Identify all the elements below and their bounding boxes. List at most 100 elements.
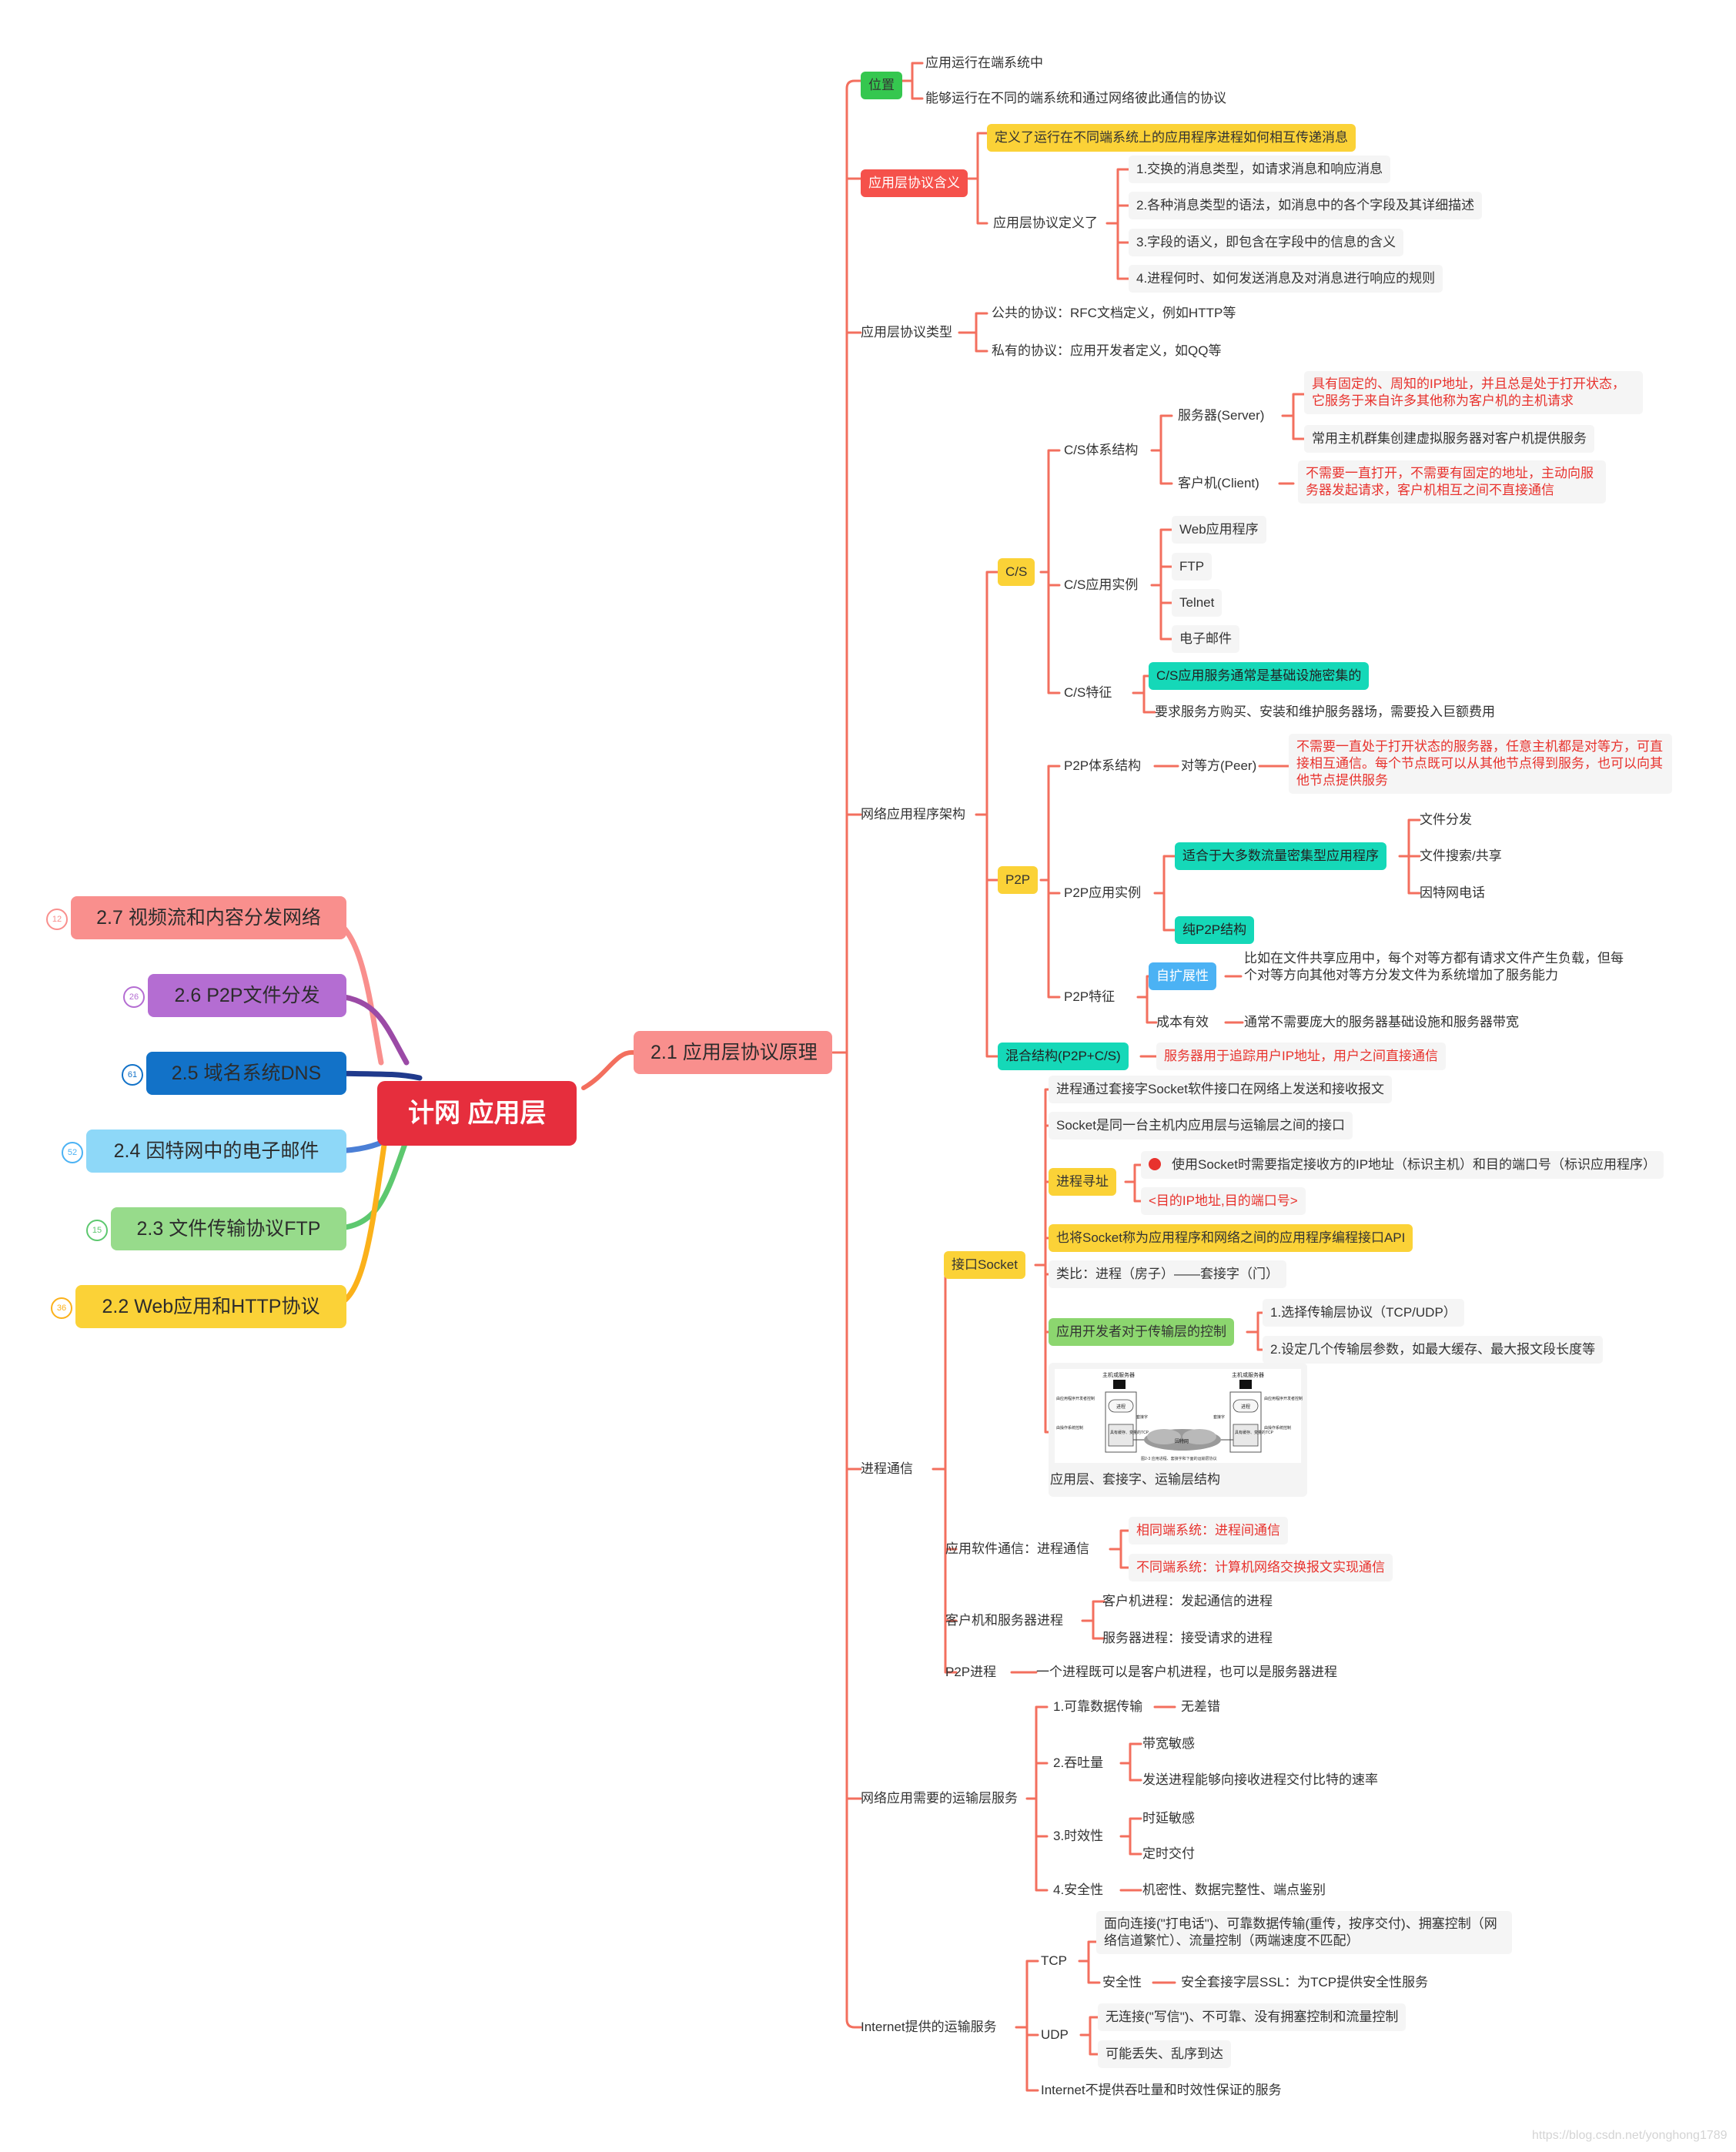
node-p2p-shili[interactable]: P2P应用实例	[1064, 885, 1142, 900]
node-tcp-ssl[interactable]: 安全套接字层SSL：为TCP提供安全性服务	[1181, 1975, 1429, 1990]
red-dot-icon	[1149, 1158, 1161, 1170]
section-2-3[interactable]: 2.3 文件传输协议FTP	[111, 1207, 346, 1250]
node-hunhe[interactable]: 混合结构(P2P+C/S)	[998, 1043, 1129, 1070]
node-p2p-jc[interactable]: P2P进程	[945, 1665, 997, 1679]
node-dingshi[interactable]: 定时交付	[1142, 1846, 1195, 1861]
node-cs-tezheng[interactable]: C/S特征	[1064, 685, 1112, 700]
node-weizhi-1[interactable]: 应用运行在端系统中	[925, 55, 1043, 70]
node-wuchacuo[interactable]: 无差错	[1181, 1699, 1220, 1714]
node-kongzhi[interactable]: 应用开发者对于传输层的控制	[1049, 1318, 1234, 1346]
node-wjsousuo[interactable]: 文件搜索/共享	[1420, 848, 1502, 863]
node-anquan-1[interactable]: 机密性、数据完整性、端点鉴别	[1142, 1883, 1326, 1897]
fig-os2: 由操作系统控制	[1264, 1425, 1291, 1431]
node-internet-fw[interactable]: Internet提供的运输服务	[861, 2020, 997, 2034]
socket-structure-figure[interactable]: 主机或服务器 主机或服务器 进程 进程 具有缓存、变量的TCP 具有缓存、变量的…	[1049, 1363, 1307, 1497]
node-hanyi-1[interactable]: 定义了运行在不同端系统上的应用程序进程如何相互传递消息	[987, 124, 1356, 152]
node-peer[interactable]: 对等方(Peer)	[1181, 758, 1257, 773]
node-p2p-liuliang[interactable]: 适合于大多数流量密集型应用程序	[1175, 842, 1386, 870]
node-leibi[interactable]: 类比：进程（房子）——套接字（门）	[1049, 1260, 1286, 1288]
node-tuntu-1[interactable]: 发送进程能够向接收进程交付比特的速率	[1142, 1772, 1378, 1787]
node-leixing-2[interactable]: 私有的协议：应用开发者定义，如QQ等	[992, 343, 1222, 358]
node-kehu-jc[interactable]: 客户机进程：发起通信的进程	[1102, 1594, 1273, 1608]
node-leixing[interactable]: 应用层协议类型	[861, 325, 952, 340]
node-telnet[interactable]: Telnet	[1172, 589, 1223, 617]
section-2-4[interactable]: 2.4 因特网中的电子邮件	[86, 1130, 346, 1173]
node-weizhi-2[interactable]: 能够运行在不同的端系统和通过网络彼此通信的协议	[925, 91, 1226, 105]
node-shixiao[interactable]: 3.时效性	[1053, 1829, 1104, 1843]
node-socket[interactable]: 接口Socket	[944, 1251, 1025, 1279]
node-udp[interactable]: UDP	[1041, 2027, 1069, 2042]
node-email[interactable]: 电子邮件	[1172, 625, 1239, 653]
node-wjfenfa[interactable]: 文件分发	[1420, 812, 1472, 827]
node-xunzhi-2[interactable]: <目的IP地址,目的端口号>	[1141, 1187, 1306, 1215]
node-ftp[interactable]: FTP	[1172, 553, 1213, 581]
node-ywdianhua[interactable]: 因特网电话	[1420, 885, 1485, 900]
node-kekao[interactable]: 1.可靠数据传输	[1053, 1699, 1143, 1714]
node-jincheng[interactable]: 进程通信	[861, 1461, 913, 1476]
node-tcp[interactable]: TCP	[1041, 1953, 1067, 1968]
node-jiagou[interactable]: 网络应用程序架构	[861, 807, 965, 822]
node-server-2[interactable]: 常用主机群集创建虚拟服务器对客户机提供服务	[1304, 425, 1594, 453]
node-cs-tz2[interactable]: 要求服务方购买、安装和维护服务器场，需要投入巨额费用	[1155, 705, 1495, 719]
node-socket-1[interactable]: 进程通过套接字Socket软件接口在网络上发送和接收报文	[1049, 1076, 1392, 1103]
node-ruanjian[interactable]: 应用软件通信：进程通信	[945, 1541, 1089, 1556]
node-cs-tz1[interactable]: C/S应用服务通常是基础设施密集的	[1149, 662, 1370, 690]
section-2-7[interactable]: 2.7 视频流和内容分发网络	[71, 896, 346, 939]
section-2-5[interactable]: 2.5 域名系统DNS	[146, 1052, 346, 1095]
node-tcp-1[interactable]: 面向连接("打电话")、可靠数据传输(重传，按序交付)、拥塞控制（网络信道繁忙）…	[1096, 1911, 1512, 1954]
node-dingyi-3[interactable]: 3.字段的语义，即包含在字段中的信息的含义	[1129, 229, 1404, 256]
node-tuntu[interactable]: 2.吞吐量	[1053, 1755, 1104, 1770]
fig-sock2: 套接字	[1213, 1414, 1225, 1420]
node-p2p-tixi[interactable]: P2P体系结构	[1064, 758, 1142, 773]
node-xunzhi-1[interactable]: 使用Socket时需要指定接收方的IP地址（标识主机）和目的端口号（标识应用程序…	[1141, 1151, 1664, 1179]
node-client[interactable]: 客户机(Client)	[1178, 476, 1259, 490]
node-server-1[interactable]: 具有固定的、周知的IP地址，并且总是处于打开状态，它服务于来自许多其他称为客户机…	[1304, 371, 1643, 414]
node-daikuan[interactable]: 带宽敏感	[1142, 1736, 1195, 1751]
node-leixing-1[interactable]: 公共的协议：RFC文档定义，例如HTTP等	[992, 306, 1236, 320]
node-internet-no[interactable]: Internet不提供吞吐量和时效性保证的服务	[1041, 2083, 1282, 2097]
fig-tcp2: 具有缓存、变量的TCP	[1235, 1430, 1274, 1435]
node-tcp-anquan[interactable]: 安全性	[1102, 1975, 1142, 1990]
node-udp-1[interactable]: 无连接("写信")、不可靠、没有拥塞控制和流量控制	[1098, 2003, 1407, 2031]
node-kongzhi-2[interactable]: 2.设定几个传输层参数，如最大缓存、最大报文段长度等	[1263, 1336, 1604, 1364]
node-cs-tixi[interactable]: C/S体系结构	[1064, 443, 1139, 457]
node-hunhe-1[interactable]: 服务器用于追踪用户IP地址，用户之间直接通信	[1156, 1043, 1447, 1070]
node-zikuozhan[interactable]: 自扩展性	[1149, 962, 1216, 990]
node-anquan[interactable]: 4.安全性	[1053, 1883, 1104, 1897]
node-zikuozhan-1[interactable]: 比如在文件共享应用中，每个对等方都有请求文件产生负载，但每个对等方向其他对等方分…	[1244, 951, 1624, 982]
node-yunshu[interactable]: 网络应用需要的运输层服务	[861, 1791, 1018, 1806]
node-dingyi-1[interactable]: 1.交换的消息类型，如请求消息和响应消息	[1129, 156, 1391, 183]
node-chun-p2p[interactable]: 纯P2P结构	[1175, 916, 1255, 944]
node-p2p[interactable]: P2P	[998, 866, 1039, 894]
node-weizhi[interactable]: 位置	[861, 72, 902, 99]
section-2-6[interactable]: 2.6 P2P文件分发	[148, 974, 346, 1017]
node-server[interactable]: 服务器(Server)	[1178, 408, 1265, 423]
node-client-1[interactable]: 不需要一直打开，不需要有固定的地址，主动向服务器发起请求，客户机相互之间不直接通…	[1298, 460, 1606, 504]
node-hanyi[interactable]: 应用层协议含义	[861, 169, 968, 197]
node-cs[interactable]: C/S	[998, 558, 1035, 586]
main-node-2-1[interactable]: 2.1 应用层协议原理	[634, 1031, 832, 1074]
node-cs-shili[interactable]: C/S应用实例	[1064, 577, 1139, 592]
node-p2p-tezheng[interactable]: P2P特征	[1064, 989, 1116, 1004]
node-dingyi-4[interactable]: 4.进程何时、如何发送消息及对消息进行响应的规则	[1129, 265, 1443, 293]
node-web[interactable]: Web应用程序	[1172, 516, 1266, 544]
section-2-2[interactable]: 2.2 Web应用和HTTP协议	[75, 1285, 346, 1328]
node-kehu-fuwu[interactable]: 客户机和服务器进程	[945, 1613, 1063, 1628]
node-chengben-1[interactable]: 通常不需要庞大的服务器基础设施和服务器带宽	[1244, 1015, 1519, 1029]
node-peer-1[interactable]: 不需要一直处于打开状态的服务器，任意主机都是对等方，可直接相互通信。每个节点既可…	[1289, 734, 1672, 794]
node-udp-2[interactable]: 可能丢失、乱序到达	[1098, 2040, 1231, 2068]
node-dingyi-2[interactable]: 2.各种消息类型的语法，如消息中的各个字段及其详细描述	[1129, 192, 1483, 219]
node-xunzhi[interactable]: 进程寻址	[1049, 1168, 1116, 1196]
node-p2p-jc-1[interactable]: 一个进程既可以是客户机进程，也可以是服务器进程	[1036, 1665, 1337, 1679]
node-socket-2[interactable]: Socket是同一台主机内应用层与运输层之间的接口	[1049, 1112, 1353, 1140]
root-node[interactable]: 计网 应用层	[377, 1081, 577, 1146]
node-kongzhi-1[interactable]: 1.选择传输层协议（TCP/UDP）	[1263, 1299, 1464, 1327]
node-shiyan[interactable]: 时延敏感	[1142, 1811, 1195, 1826]
node-socket-api[interactable]: 也将Socket称为应用程序和网络之间的应用程序编程接口API	[1049, 1224, 1413, 1252]
node-ruanjian-2[interactable]: 不同端系统：计算机网络交换报文实现通信	[1129, 1554, 1393, 1581]
node-ruanjian-1[interactable]: 相同端系统：进程间通信	[1129, 1517, 1288, 1545]
node-dingyi[interactable]: 应用层协议定义了	[993, 216, 1098, 230]
node-chengben[interactable]: 成本有效	[1156, 1015, 1209, 1029]
watermark: https://blog.csdn.net/yonghong1789	[1532, 2129, 1728, 2142]
node-fuwu-jc[interactable]: 服务器进程：接受请求的进程	[1102, 1631, 1273, 1645]
